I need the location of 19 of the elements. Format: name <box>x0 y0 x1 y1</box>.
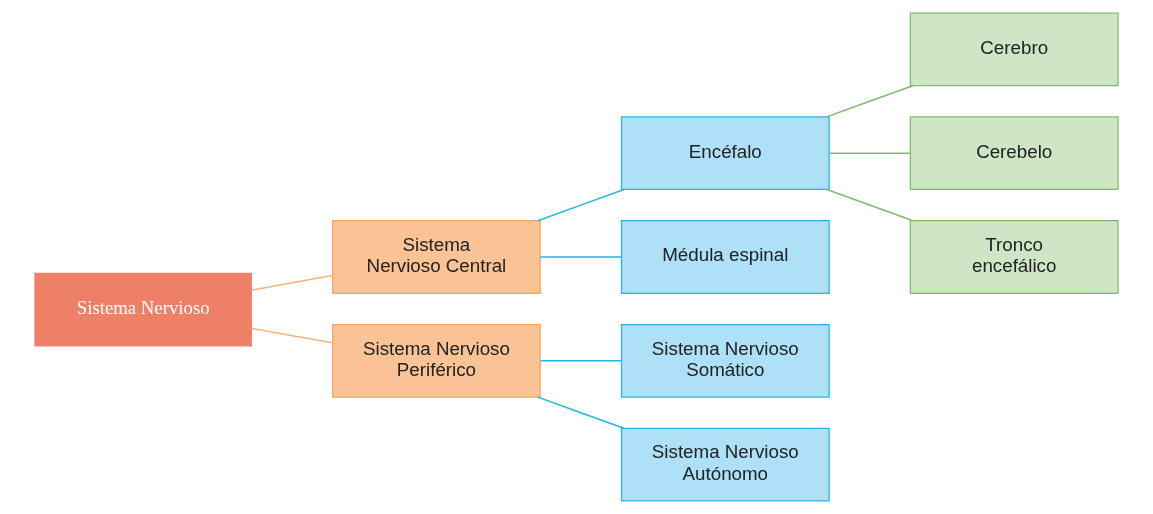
connector <box>539 256 622 258</box>
node-box: Cerebro <box>909 12 1119 87</box>
connector <box>250 274 333 291</box>
connector <box>826 188 914 222</box>
connector <box>537 188 625 222</box>
connector <box>537 396 625 430</box>
node-box: Sistema Nervioso Autónomo <box>620 427 830 502</box>
connector <box>826 84 914 118</box>
node-box: Encéfalo <box>620 116 830 191</box>
node-box: Tronco encefálico <box>909 220 1119 294</box>
connector <box>828 152 911 154</box>
connector <box>250 327 333 344</box>
node-box: Cerebelo <box>909 116 1119 191</box>
node-box: Sistema Nervioso Somático <box>620 323 830 398</box>
node-box: Sistema Nervioso Periférico <box>332 323 541 398</box>
node-box: Sistema Nervioso Central <box>332 220 541 294</box>
node-box: Sistema Nervioso <box>34 272 252 347</box>
connector <box>539 360 622 362</box>
node-box: Médula espinal <box>620 220 830 294</box>
